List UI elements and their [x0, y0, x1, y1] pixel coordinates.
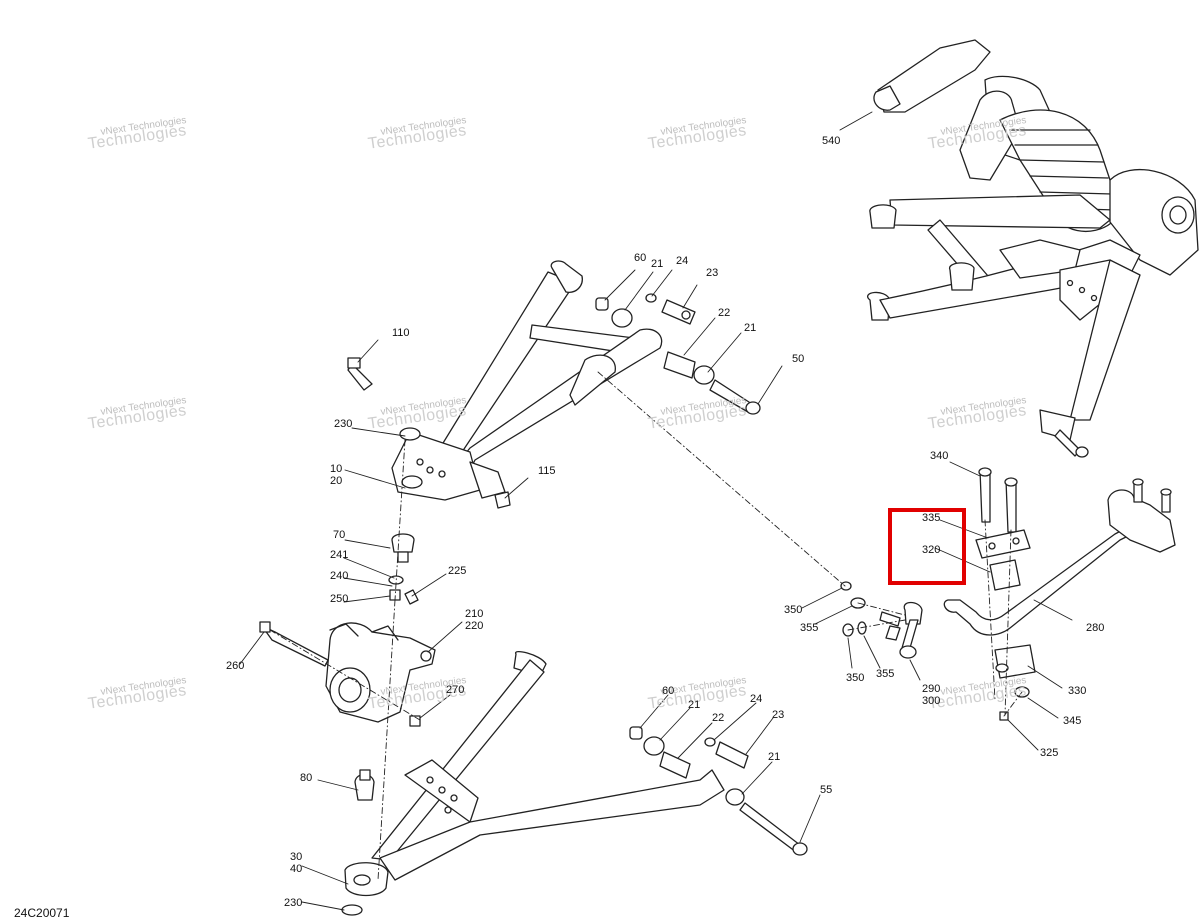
callout-270: 270 [446, 684, 465, 696]
callout-23-upper: 23 [706, 267, 719, 279]
callout-330: 330 [1068, 685, 1087, 697]
callout-23-lower: 23 [772, 709, 785, 721]
alignment-lines [269, 371, 1023, 881]
lower-a-arm [341, 650, 725, 916]
lower-arm-bushings [629, 726, 808, 856]
callout-230-lower: 230 [284, 897, 303, 909]
callout-210: 210 [465, 608, 484, 620]
callout-335: 335 [922, 512, 941, 524]
document-id: 24C20071 [14, 906, 70, 920]
leader-lines [239, 111, 1073, 911]
callout-21-upper-a: 21 [651, 258, 664, 270]
callout-241: 241 [330, 549, 349, 561]
callout-80: 80 [300, 772, 313, 784]
callout-290: 290 [922, 683, 941, 695]
callout-60-lower: 60 [662, 685, 675, 697]
callout-110: 110 [392, 327, 410, 339]
callout-350-b: 350 [846, 672, 865, 684]
callout-60-upper: 60 [634, 252, 647, 264]
highlight-box [888, 508, 966, 585]
callout-350-a: 350 [784, 604, 803, 616]
steering-knuckle [259, 621, 436, 727]
sway-bar-assembly [840, 467, 1176, 721]
callout-355-b: 355 [876, 668, 895, 680]
callout-345: 345 [1063, 715, 1082, 727]
callout-355-a: 355 [800, 622, 819, 634]
callout-21-lower-b: 21 [768, 751, 781, 763]
callout-325: 325 [1040, 747, 1059, 759]
callout-21-lower-a: 21 [688, 699, 701, 711]
callout-30: 30 [290, 851, 303, 863]
callout-280: 280 [1086, 622, 1105, 634]
callout-21-upper-b: 21 [744, 322, 757, 334]
callout-40: 40 [290, 863, 303, 875]
ball-joint-upper [388, 533, 419, 605]
callout-55: 55 [820, 784, 833, 796]
callout-115: 115 [538, 465, 556, 477]
callout-240: 240 [330, 570, 349, 582]
callout-225: 225 [448, 565, 467, 577]
callout-50: 50 [792, 353, 805, 365]
callout-230-upper: 230 [334, 418, 353, 430]
callout-22-upper: 22 [718, 307, 731, 319]
shock-absorber-assembly [867, 39, 1199, 458]
callout-540: 540 [822, 135, 841, 147]
upper-arm-bushings [347, 293, 761, 441]
callout-70: 70 [333, 529, 346, 541]
callout-22-lower: 22 [712, 712, 725, 724]
callout-20: 20 [330, 475, 343, 487]
callout-260: 260 [226, 660, 245, 672]
callout-340: 340 [930, 450, 949, 462]
callout-220: 220 [465, 620, 484, 632]
callout-24-lower: 24 [750, 693, 763, 705]
callout-24-upper: 24 [676, 255, 689, 267]
callout-250: 250 [330, 593, 349, 605]
callout-300: 300 [922, 695, 941, 707]
upper-a-arm [391, 260, 663, 509]
callout-10: 10 [330, 463, 343, 475]
callout-320: 320 [922, 544, 941, 556]
